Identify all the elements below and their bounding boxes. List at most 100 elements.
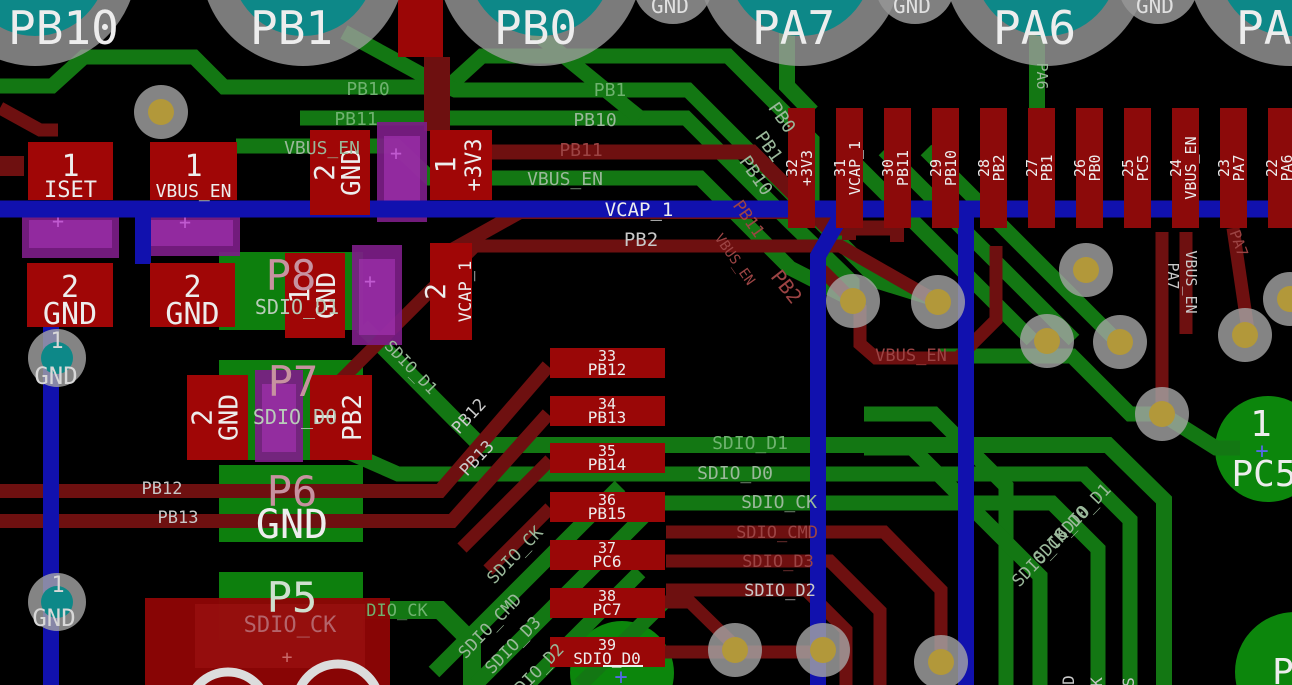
pad-number[interactable]: 39 xyxy=(598,636,616,654)
zone-net-label[interactable]: SDIO_D0 xyxy=(253,405,337,429)
connector-pin-label[interactable]: PB10 xyxy=(8,1,119,55)
pad-net-name[interactable]: +3V3 xyxy=(462,139,487,192)
pad-number[interactable]: 1 xyxy=(429,157,462,174)
pad-net-name[interactable]: PB12 xyxy=(588,360,627,379)
pad-number[interactable]: 35 xyxy=(598,442,616,460)
connector-pin-label[interactable]: PA6 xyxy=(993,1,1076,55)
pad-net-name[interactable]: PB11 xyxy=(894,150,912,186)
pad-net-name[interactable]: PB2 xyxy=(338,394,368,441)
red-trace-stub[interactable] xyxy=(398,0,443,57)
net-label[interactable]: PB13 xyxy=(158,508,199,528)
zone-net-label[interactable]: SDIO_D1 xyxy=(255,295,339,319)
net-label[interactable]: PB12 xyxy=(142,479,183,499)
gnd-pin-ring[interactable] xyxy=(1118,0,1198,24)
pad-net-name[interactable]: PB14 xyxy=(588,455,627,474)
pad-number[interactable]: 2 xyxy=(419,283,452,300)
ic-pad-26[interactable] xyxy=(1076,108,1103,228)
ic-pad-36[interactable] xyxy=(550,492,665,522)
gnd-pin-label[interactable]: GND xyxy=(1136,0,1174,18)
pad-net-name[interactable]: GND xyxy=(337,149,367,196)
gnd-pin-ring[interactable] xyxy=(875,0,955,24)
pad-net-name[interactable]: PB0 xyxy=(1086,154,1104,181)
connector-pin-label[interactable]: PA7 xyxy=(752,1,835,55)
trace-back-copper[interactable] xyxy=(666,554,887,685)
net-label[interactable]: S xyxy=(1119,677,1138,685)
pad-net-name[interactable]: PB13 xyxy=(588,408,627,427)
pad-number[interactable]: 36 xyxy=(598,491,616,509)
net-label[interactable]: PB10 xyxy=(573,110,616,131)
pad-number[interactable]: 1 xyxy=(283,287,316,304)
net-label[interactable]: VBUS_EN xyxy=(1182,250,1200,313)
connector-pin-label[interactable]: PA xyxy=(1236,1,1291,55)
ic-pad-33[interactable] xyxy=(550,348,665,378)
pad-number[interactable]: 27 xyxy=(1023,159,1041,177)
pad-number[interactable]: 26 xyxy=(1071,159,1089,177)
pad-net-name[interactable]: PC6 xyxy=(593,552,622,571)
pad-net-name[interactable]: SDIO_D0 xyxy=(573,649,640,668)
trace-back-copper[interactable] xyxy=(666,525,948,650)
trace-back-copper[interactable] xyxy=(0,102,58,137)
ic-pad-29[interactable] xyxy=(932,108,959,228)
ic-pad-30[interactable] xyxy=(884,108,911,228)
trace-back-copper[interactable] xyxy=(0,361,554,498)
net-label[interactable]: K xyxy=(1087,677,1106,685)
net-label[interactable]: PB11 xyxy=(334,109,377,130)
ic-pad-37[interactable] xyxy=(550,540,665,570)
smd-pad[interactable] xyxy=(430,130,492,200)
ic-pad-28[interactable] xyxy=(980,108,1007,228)
connector-zone-P6[interactable] xyxy=(219,465,363,542)
smd-pad[interactable] xyxy=(187,375,248,460)
pad-number[interactable]: 34 xyxy=(598,395,616,413)
pad-net-name[interactable]: ISET xyxy=(44,178,97,203)
pad-net-name[interactable]: PC7 xyxy=(593,600,622,619)
pad-number[interactable]: 25 xyxy=(1119,159,1137,177)
net-label[interactable]: SDIO_D0 xyxy=(697,463,773,484)
pad-net-name[interactable]: VBUS_EN xyxy=(156,181,232,202)
polarity-plus-mark[interactable]: + xyxy=(390,141,402,165)
net-label[interactable]: PA6 xyxy=(1033,62,1051,89)
pad-net-name[interactable]: GND xyxy=(215,394,245,441)
smd-pad[interactable] xyxy=(285,253,345,338)
pad-net-name[interactable]: +3V3 xyxy=(798,150,816,186)
net-label[interactable]: PB11 xyxy=(559,140,602,161)
smd-pad[interactable] xyxy=(28,142,113,200)
net-label[interactable]: SDIO_D1 xyxy=(712,433,788,454)
trace-back-copper[interactable] xyxy=(483,503,555,575)
via-net-label[interactable]: GND xyxy=(32,604,75,632)
smd-pad[interactable] xyxy=(430,243,472,340)
pad-number[interactable]: 2 xyxy=(183,270,201,305)
pad-origin-cross[interactable]: + xyxy=(614,665,627,685)
ic-pad-38[interactable] xyxy=(550,588,665,618)
smd-pad[interactable] xyxy=(310,130,370,215)
ic-pad-34[interactable] xyxy=(550,396,665,426)
gnd-pin-ring[interactable] xyxy=(633,0,713,24)
pad-number[interactable]: 2 xyxy=(186,409,219,426)
pad-number[interactable]: 22 xyxy=(1263,159,1281,177)
ic-pad-32[interactable] xyxy=(788,108,815,228)
via-pin-number[interactable]: 1 xyxy=(51,573,64,598)
trace-back-copper[interactable] xyxy=(457,455,555,553)
smd-pad[interactable] xyxy=(150,263,235,327)
zone-ref-label[interactable]: P6 xyxy=(267,467,318,516)
net-label[interactable]: SDIO_CMD xyxy=(736,523,818,543)
zone-ref-label[interactable]: P8 xyxy=(266,251,317,300)
ic-pad-39[interactable] xyxy=(550,637,665,667)
pad-number[interactable]: 30 xyxy=(879,159,897,177)
zone-gnd-label[interactable]: GND xyxy=(256,502,328,548)
smd-pad[interactable] xyxy=(310,375,372,460)
ic-pad-24[interactable] xyxy=(1172,108,1199,228)
connector-pin-label[interactable]: PB0 xyxy=(494,1,577,55)
pad-number[interactable]: 37 xyxy=(598,539,616,557)
pad-net-name[interactable]: VCAP_1 xyxy=(846,141,864,195)
pad-number[interactable]: 33 xyxy=(598,347,616,365)
pad-net-name[interactable]: PB15 xyxy=(588,504,627,523)
net-label[interactable]: SDIO_CK xyxy=(741,492,817,513)
smd-pad[interactable] xyxy=(27,263,113,327)
pad-net-name[interactable]: PA7 xyxy=(1230,154,1248,181)
round-pad-number[interactable]: 1 xyxy=(1250,404,1272,445)
trace-front-copper[interactable] xyxy=(665,495,1106,685)
net-label[interactable]: SDIO_D2 xyxy=(744,581,816,601)
net-label[interactable]: PB10 xyxy=(346,79,389,100)
trace-front-copper[interactable] xyxy=(0,48,820,228)
net-label[interactable]: PB2 xyxy=(624,229,658,251)
